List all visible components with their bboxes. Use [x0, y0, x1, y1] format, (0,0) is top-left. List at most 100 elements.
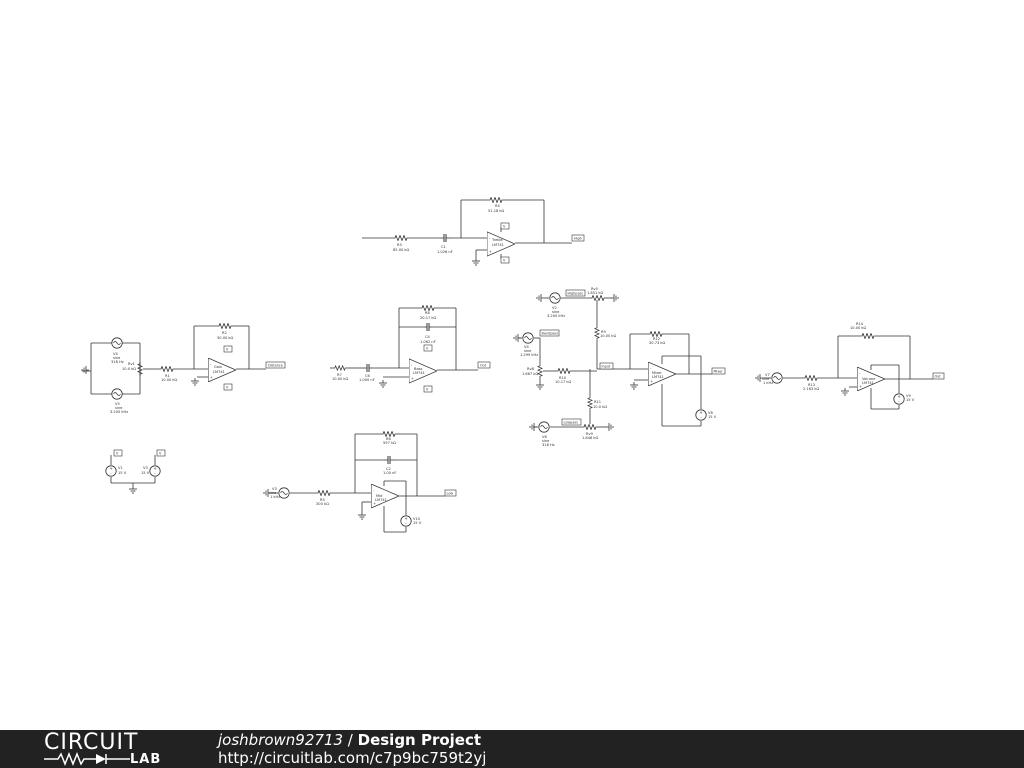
- label-opamp-bass: Bass: [414, 367, 423, 371]
- label-v2-value: 3.200 kHz: [547, 314, 565, 318]
- label-v1: V1: [118, 466, 123, 470]
- project-url[interactable]: http://circuitlab.com/c7p9bc759t2yj: [218, 749, 487, 767]
- label-r6-value: 597 kΩ: [383, 441, 396, 445]
- mid-stage: V3 sine 1 kHz R5 300 kΩ R6 597 kΩ C2 1.0…: [263, 431, 457, 533]
- label-r4: R4: [495, 204, 500, 208]
- label-r7: R7: [337, 373, 342, 377]
- tag-mixer: Mixer: [714, 370, 724, 374]
- resistor-r5: [316, 490, 332, 496]
- mixer-stage: V2 sine 3.200 kHz Rv5 1.851 kΩ R9 10.00 …: [513, 287, 726, 447]
- dc-source-icon: [149, 465, 161, 477]
- tag-lowpass: Lowpass: [564, 421, 579, 425]
- label-c6: C6: [365, 374, 371, 378]
- label-r14: R14: [856, 322, 864, 326]
- ground-icon: [513, 333, 521, 343]
- ground-icon: [378, 380, 388, 388]
- ground-icon: [536, 293, 544, 303]
- resistor-r11: [587, 396, 593, 410]
- label-v3b-value: 1 kHz: [270, 495, 280, 499]
- dc-source-icon: [105, 465, 117, 477]
- resistor-r8: [420, 305, 436, 311]
- label-v3b: V3: [272, 487, 277, 491]
- label-opamp-volume-model: LM741: [862, 381, 874, 385]
- username-link[interactable]: joshbrown92713: [218, 731, 344, 749]
- circuitlab-logo[interactable]: CIRCUIT LAB: [44, 730, 184, 767]
- label-v5-value: 3.205 kHz: [110, 410, 128, 414]
- label-r8-value: 20.17 kΩ: [420, 316, 437, 320]
- tag-bass-out: Out: [480, 364, 487, 368]
- label-v6-value: 318 Hz: [542, 443, 555, 447]
- ground-icon: [357, 512, 367, 520]
- potentiometer-rv1: [137, 362, 143, 376]
- tag-high: High: [574, 237, 582, 241]
- ground-icon: [629, 382, 639, 390]
- label-opamp-gain: Gain: [214, 365, 222, 369]
- potentiometer-r14: [860, 333, 876, 339]
- label-r5: R5: [320, 498, 325, 502]
- resistor-r12: [648, 331, 664, 337]
- label-v4-type: sine: [113, 356, 121, 360]
- label-v4b-type: sine: [524, 349, 532, 353]
- logo-text-bottom: LAB: [130, 752, 162, 767]
- label-opamp-bass-model: LM741: [413, 371, 425, 375]
- capacitor-c6: [363, 363, 373, 373]
- resistor-r3: [393, 235, 409, 241]
- label-v7-value: 1 kHz: [763, 381, 773, 385]
- sine-source-icon: [111, 337, 123, 349]
- tag-gain-v1: V: [226, 348, 229, 352]
- label-rv5-value: 1.851 kΩ: [587, 291, 604, 295]
- label-r14-value: 10.00 kΩ: [850, 326, 867, 330]
- resistor-r10: [556, 368, 572, 374]
- dc-source-icon: [400, 515, 412, 527]
- circuit-schematic: +- -+ R4 51.18 kΩ R3 85.00 kΩ C1 1.026 n…: [81, 197, 945, 533]
- label-opamp-mixer: Mixer: [652, 371, 662, 375]
- sine-source-icon: [522, 332, 534, 344]
- label-v3: V3: [143, 466, 148, 470]
- label-v10: V10: [413, 517, 421, 521]
- ground-icon: [471, 258, 481, 266]
- resistor-r7: [333, 365, 347, 371]
- tag-bass-v2: V: [426, 388, 429, 392]
- sine-source-icon: [111, 388, 123, 400]
- label-c6-value: 1.000 nF: [359, 378, 375, 382]
- label-v2: V2: [552, 306, 557, 310]
- tag-treble-v2: V: [503, 259, 506, 263]
- dc-source-icon: [893, 393, 905, 405]
- ground-icon: [535, 382, 545, 390]
- label-r11: R11: [594, 400, 601, 404]
- tag-gain-v2: V: [226, 386, 229, 390]
- title-separator: /: [343, 731, 358, 749]
- label-opamp-volume: Volume: [862, 377, 876, 381]
- label-v5-type: sine: [115, 406, 123, 410]
- label-rv5: Rv5: [591, 287, 598, 291]
- label-r1: R1: [165, 374, 170, 378]
- label-v7-type: sine: [762, 377, 770, 381]
- label-v4b: V4: [524, 345, 529, 349]
- label-r9: R9: [601, 330, 606, 334]
- label-v1-value: 15 V: [118, 471, 127, 475]
- label-v4: V4: [113, 352, 118, 356]
- capacitor-c4: [423, 322, 433, 332]
- label-c1-value: 1.026 nF: [437, 250, 453, 254]
- sine-source-icon: [549, 292, 561, 304]
- tag-distance: Distance: [268, 364, 283, 368]
- tag-bandpass: Bandpass: [542, 332, 559, 336]
- label-r12: R12: [653, 337, 660, 341]
- label-v2-type: sine: [552, 310, 560, 314]
- label-c4-value: 1.062 nF: [420, 340, 436, 344]
- project-name[interactable]: Design Project: [357, 731, 482, 749]
- ground-icon: [190, 378, 200, 386]
- tag-input: Input: [602, 365, 611, 369]
- label-v4-value: 318 Hz: [111, 360, 124, 364]
- label-rv8: Rv8: [527, 367, 535, 371]
- ground-icon: [81, 365, 89, 375]
- label-r6: R6: [386, 437, 391, 441]
- label-r10-value: 10.17 kΩ: [555, 380, 572, 384]
- label-rv9-value: 1.848 kΩ: [582, 436, 599, 440]
- label-r9-value: 10.00 kΩ: [600, 334, 617, 338]
- potentiometer-rv9: [582, 424, 598, 430]
- dc-source-icon: [695, 409, 707, 421]
- label-r2-value: 30.00 kΩ: [217, 336, 234, 340]
- label-c2-value: 1.00 nF: [383, 471, 397, 475]
- sine-source-icon: [771, 372, 783, 384]
